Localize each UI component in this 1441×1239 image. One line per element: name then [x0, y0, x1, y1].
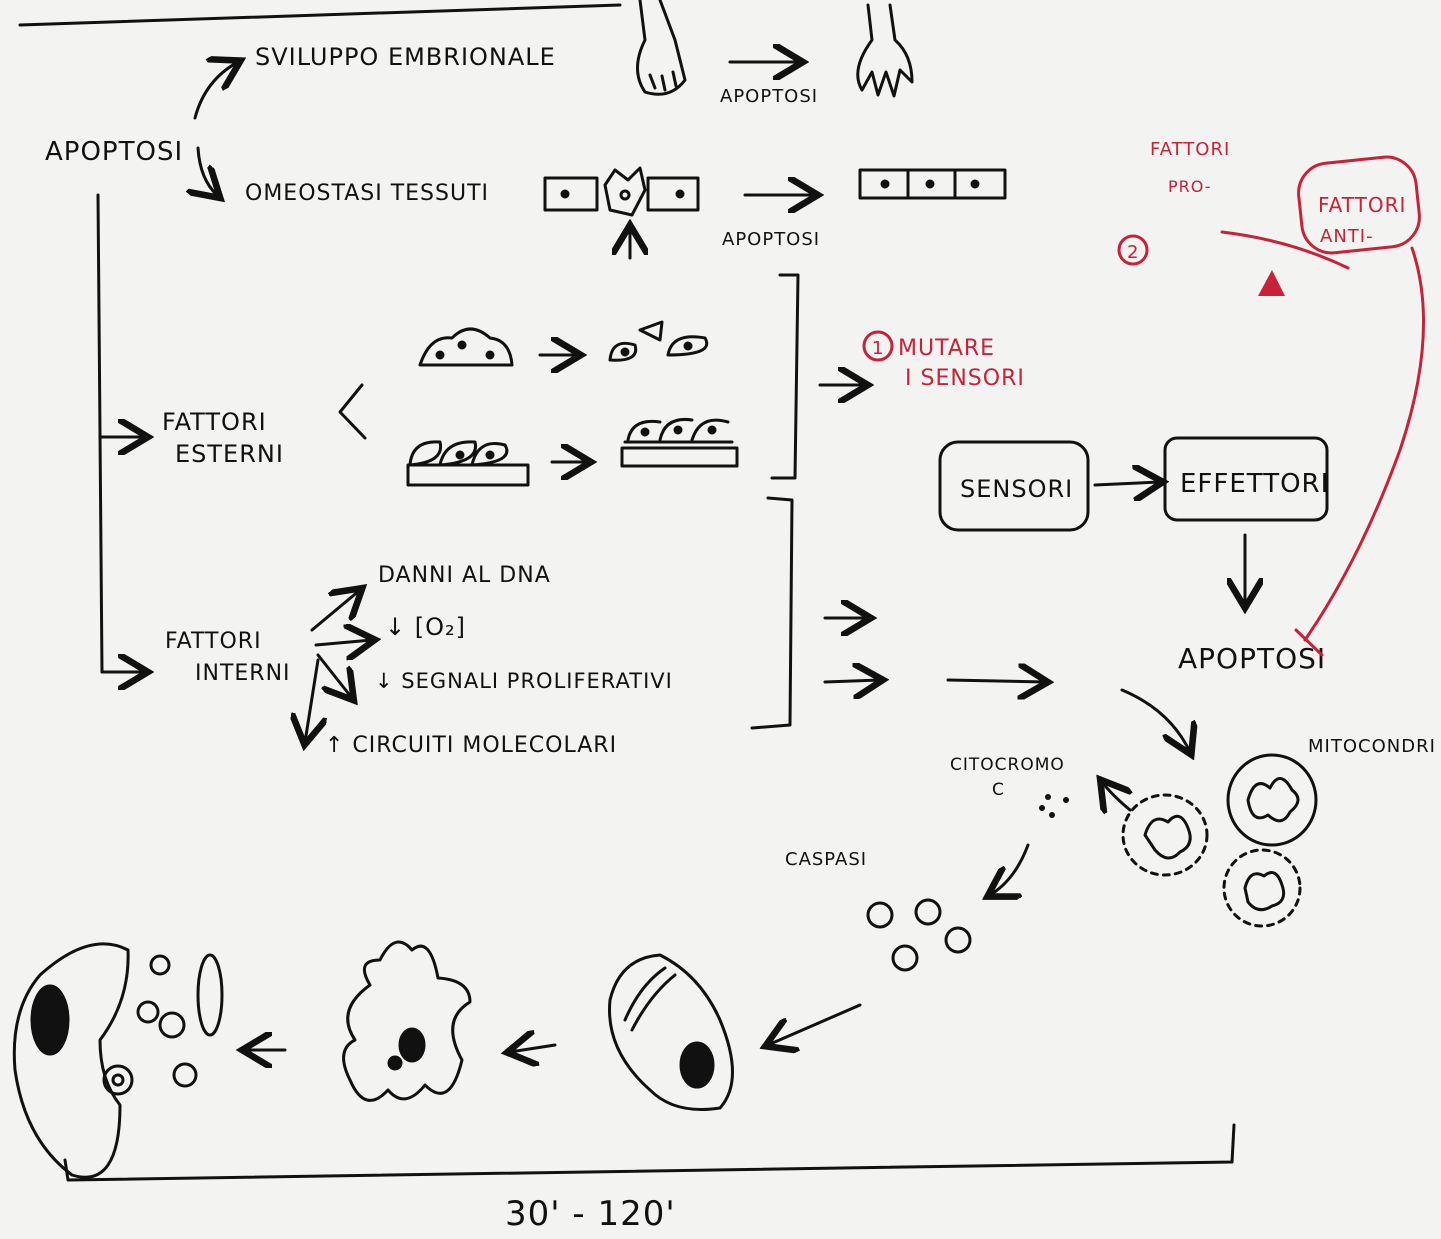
tissue-cells-before	[543, 166, 700, 217]
red-mutare-2: I SENSORI	[905, 366, 1025, 391]
label-citocromo-2: C	[992, 780, 1005, 800]
arrow-cell-blebbing	[510, 1045, 557, 1052]
red-box-fattori-anti	[1297, 155, 1421, 255]
label-mitocondri: MITOCONDRI	[1308, 736, 1436, 757]
label-sviluppo: SVILUPPO EMBRIONALE	[255, 43, 556, 71]
arrow-sensori-effettori	[1093, 482, 1160, 485]
arrow-to-omeostasi	[198, 146, 218, 196]
arrow-caspasi-cell	[768, 1003, 862, 1045]
label-effettori: EFFETTORI	[1180, 469, 1329, 499]
cell-shrinking	[608, 953, 734, 1112]
red-fattori-pro-2: PRO-	[1168, 177, 1212, 196]
header-underline	[18, 3, 622, 27]
chevron-split	[338, 383, 367, 440]
red-num-1: 1	[872, 338, 884, 359]
cytochrome-dots	[1039, 794, 1069, 818]
label-fattori-interni-2: INTERNI	[195, 661, 291, 686]
red-inhibit-line	[1220, 230, 1350, 270]
box-effettori	[1163, 436, 1329, 522]
red-mutare-1: MUTARE	[898, 336, 995, 361]
arrow-o2	[314, 640, 372, 645]
red-circle-2	[1117, 234, 1149, 266]
mitochondrion-damaged-2-cristae	[1243, 871, 1286, 912]
left-branch-line	[96, 193, 104, 674]
mitochondrion-intact	[1226, 753, 1318, 847]
arrow-danni	[310, 590, 360, 632]
label-fattori-esterni-2: ESTERNI	[175, 440, 284, 468]
red-inhibition-path	[1303, 246, 1426, 642]
mitochondrion-damaged-1	[1121, 793, 1209, 877]
bracket-interni	[750, 496, 794, 730]
label-time: 30' - 120'	[505, 1194, 676, 1234]
arrow-segnali	[316, 653, 352, 698]
label-circuiti: ↑ CIRCUITI MOLECOLARI	[325, 733, 617, 758]
red-triangle	[1258, 270, 1285, 296]
label-apoptosi-tissue: APOPTOSI	[722, 229, 820, 250]
mitochondrion-damaged-2	[1222, 848, 1302, 928]
arrow-circuiti	[305, 658, 318, 742]
label-segnali: ↓ SEGNALI PROLIFERATIVI	[375, 669, 673, 693]
label-fattori-esterni-1: FATTORI	[162, 408, 267, 436]
mitochondrion-damaged-1-cristae	[1143, 814, 1192, 860]
red-fattori-anti-2: ANTI-	[1320, 226, 1374, 247]
label-danni-dna: DANNI AL DNA	[378, 563, 551, 588]
phagocyte	[12, 942, 134, 1179]
arrow-to-mito	[946, 680, 1045, 682]
arrow-mito-citocromo	[1102, 782, 1130, 810]
apoptotic-bodies	[136, 953, 224, 1088]
cells-row2-before	[406, 440, 530, 487]
arrow-to-sviluppo	[193, 62, 238, 120]
adult-hand-drawing	[856, 3, 914, 98]
red-circle-1	[862, 330, 894, 362]
label-caspasi: CASPASI	[785, 849, 867, 870]
caspase-shapes	[866, 898, 972, 972]
bracket-esterni	[770, 273, 800, 480]
red-inhibition-bar	[1294, 628, 1324, 657]
tissue-cells-after	[858, 168, 1007, 200]
embryo-hand-drawing	[636, 0, 687, 96]
cells-row2-after	[620, 417, 739, 468]
label-o2: ↓ [O₂]	[385, 613, 466, 641]
timeline-bracket	[63, 1123, 1236, 1182]
cells-row1-before	[418, 327, 514, 367]
label-citocromo-1: CITOCROMO	[950, 755, 1065, 775]
cell-blebbing	[342, 940, 472, 1102]
box-sensori	[938, 440, 1090, 532]
label-sensori: SENSORI	[960, 475, 1073, 503]
red-fattori-pro-1: FATTORI	[1150, 139, 1230, 160]
arrow-citocromo-caspasi	[990, 843, 1030, 895]
red-fattori-anti-1: FATTORI	[1318, 193, 1406, 217]
red-num-2: 2	[1127, 242, 1139, 263]
arrow-interni-out-2	[823, 680, 880, 682]
label-apoptosi-hand: APOPTOSI	[720, 86, 818, 107]
label-apoptosi-main: APOPTOSI	[45, 137, 183, 167]
label-apoptosi-out: APOPTOSI	[1178, 642, 1326, 675]
cells-row1-after	[608, 320, 709, 362]
arrow-apoptosi-mito	[1120, 688, 1190, 752]
label-omeostasi: OMEOSTASI TESSUTI	[245, 181, 489, 206]
label-fattori-interni-1: FATTORI	[165, 629, 262, 654]
